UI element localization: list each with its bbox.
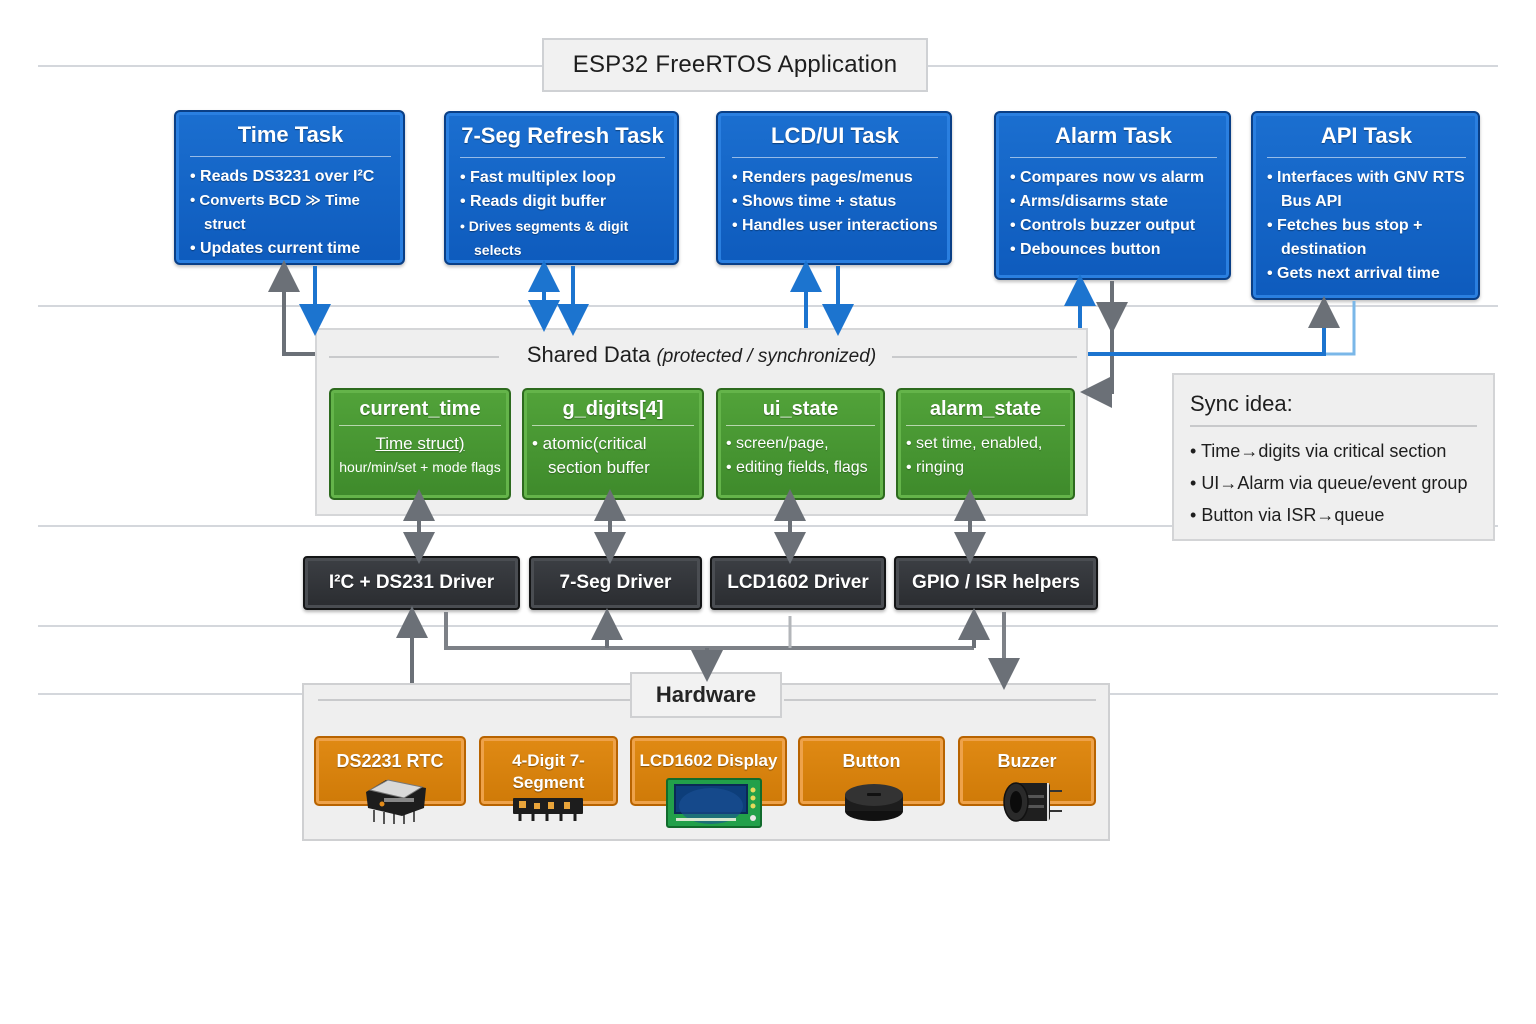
arrow-alarm-to-shared [1080, 281, 1114, 408]
hardware-label: 4-Digit 7-Segment [512, 751, 585, 792]
task-bullet: Updates current time [190, 237, 391, 261]
sync-bullet: UI→Alarm via queue/event group [1190, 467, 1477, 499]
arrow-shared-to-api [1088, 296, 1340, 356]
data-ui-state[interactable]: ui_state • screen/page, • editing fields… [716, 388, 885, 500]
task-bullet: Arms/disarms state [1010, 190, 1217, 214]
data-line-text: Time struct) [375, 434, 465, 453]
data-current-time[interactable]: current_time Time struct) hour/min/set +… [329, 388, 511, 500]
sync-bullet: Button via ISR→queue [1190, 499, 1477, 531]
task-bullet: Controls buzzer output [1010, 214, 1217, 238]
task-bullet: Handles user interactions [732, 214, 938, 238]
shared-data-title: Shared Data (protected / synchronized) [317, 342, 1086, 368]
data-title: alarm_state [906, 398, 1065, 426]
task-alarm[interactable]: Alarm Task Compares now vs alarm Arms/di… [994, 111, 1231, 280]
data-title: ui_state [726, 398, 875, 426]
task-title: Alarm Task [1010, 123, 1217, 158]
driver-gpio-isr[interactable]: GPIO / ISR helpers [894, 556, 1098, 610]
divider-line [318, 699, 634, 701]
divider-line [38, 525, 1498, 527]
shared-data-subtitle: (protected / synchronized) [656, 346, 877, 367]
data-title: g_digits[4] [532, 398, 694, 426]
buzzer-icon [1003, 782, 1062, 822]
task-bullet: Converts BCD ≫ Time struct [190, 189, 391, 237]
data-line: • ringing [906, 459, 965, 476]
divider-line [784, 699, 1096, 701]
hardware-7segment[interactable]: 4-Digit 7-Segment [479, 736, 618, 806]
seven-segment-icon [513, 798, 583, 821]
task-bullet: Renders pages/menus [732, 166, 938, 190]
sync-title: Sync idea: [1190, 391, 1477, 427]
divider-line [38, 625, 1498, 627]
data-line: • atomic(critical [532, 434, 647, 453]
data-line: • screen/page, [726, 435, 829, 452]
driver-lcd1602[interactable]: LCD1602 Driver [710, 556, 886, 610]
task-bullet: Fetches bus stop + destination [1267, 214, 1466, 262]
data-line: section buffer [548, 458, 650, 477]
task-bullet: Debounces button [1010, 238, 1217, 262]
lcd-display-icon [666, 778, 762, 828]
data-line: hour/min/set + mode flags [339, 459, 501, 475]
arrow-shared-to-time [268, 260, 315, 356]
task-title: 7-Seg Refresh Task [460, 123, 665, 158]
hardware-title: Hardware [630, 672, 782, 718]
task-time[interactable]: Time Task Reads DS3231 over I²C Converts… [174, 110, 405, 265]
task-bullet: Interfaces with GNV RTS Bus API [1267, 166, 1466, 214]
task-bullet: Reads digit buffer [460, 190, 665, 214]
task-7seg-refresh[interactable]: 7-Seg Refresh Task Fast multiplex loop R… [444, 111, 679, 265]
task-bullet: Gets next arrival time [1267, 262, 1466, 286]
data-line: • set time, enabled, [906, 435, 1043, 452]
task-title: API Task [1267, 123, 1466, 158]
task-title: Time Task [190, 122, 391, 157]
divider-line [329, 356, 499, 358]
task-api[interactable]: API Task Interfaces with GNV RTS Bus API… [1251, 111, 1480, 300]
task-bullet: Fast multiplex loop [460, 166, 665, 190]
task-bullet: Reads DS3231 over I²C [190, 165, 391, 189]
task-bullet: Shows time + status [732, 190, 938, 214]
rtc-chip-icon [366, 779, 426, 824]
driver-i2c-ds231[interactable]: I²C + DS231 Driver [303, 556, 520, 610]
divider-line [892, 356, 1077, 358]
task-bullet: Drives segments & digit selects [460, 214, 665, 262]
data-g-digits[interactable]: g_digits[4] • atomic(critical section bu… [522, 388, 704, 500]
line-api-return [1326, 301, 1356, 356]
data-line: Time struct) [339, 432, 501, 456]
data-title: current_time [339, 398, 501, 426]
task-title: LCD/UI Task [732, 123, 938, 158]
divider-line [38, 305, 1498, 307]
sync-bullet: Time→digits via critical section [1190, 435, 1477, 467]
data-line: • editing fields, flags [726, 459, 868, 476]
task-bullet: Compares now vs alarm [1010, 166, 1217, 190]
sync-idea-note: Sync idea: Time→digits via critical sect… [1172, 373, 1495, 541]
shared-data-heading: Shared Data [526, 342, 651, 367]
bus-drivers [444, 612, 974, 650]
task-lcd-ui[interactable]: LCD/UI Task Renders pages/menus Shows ti… [716, 111, 952, 265]
diagram-title: ESP32 FreeRTOS Application [542, 38, 928, 92]
push-button-icon [845, 784, 903, 821]
